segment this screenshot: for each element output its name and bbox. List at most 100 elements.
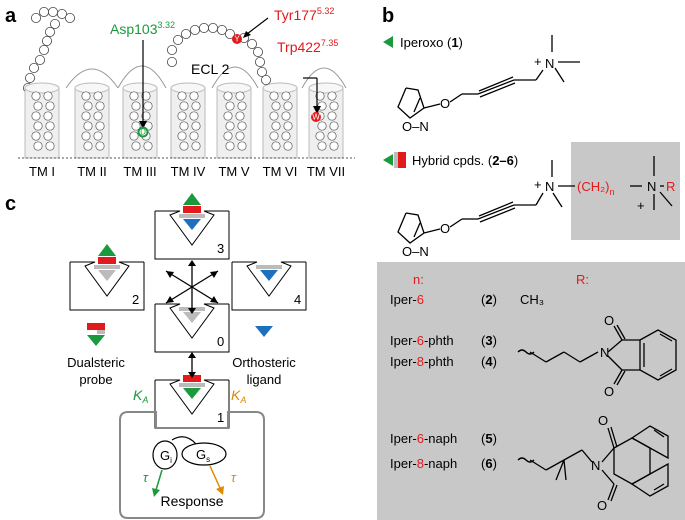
iperoxo-green-triangle	[383, 36, 393, 48]
dualsteric-green-triangle	[87, 335, 105, 346]
helix-residue	[237, 121, 247, 131]
helix-residue	[179, 101, 189, 111]
helix-residue	[225, 121, 235, 131]
phth-o2: O	[604, 384, 614, 399]
helix-residue	[43, 111, 53, 121]
helix-residue	[83, 121, 93, 131]
binding-pocket	[155, 303, 229, 339]
helix-residue	[129, 111, 139, 121]
naph-o1: O	[598, 413, 608, 428]
table-row-number: (3)	[481, 333, 497, 348]
response-label: Response	[160, 493, 223, 509]
ecl2-residue	[172, 35, 183, 46]
state-number: 3	[217, 241, 224, 256]
naphthalimide-structure	[517, 425, 669, 502]
helix-residue	[329, 141, 339, 151]
helix-residue	[141, 111, 151, 121]
ecl2-residue	[166, 57, 177, 68]
gi-protein	[152, 440, 178, 470]
iperoxo-structure	[397, 35, 580, 119]
state1-green-triangle	[183, 388, 201, 399]
state2-grey-bar	[94, 265, 120, 269]
helix-residue	[177, 111, 187, 121]
trp-residue-letter: W	[312, 113, 320, 122]
helix-residue	[189, 111, 199, 121]
state3-red-bar	[183, 206, 201, 213]
tyr-arrow-line	[246, 17, 269, 35]
panel-a-label: a	[5, 5, 17, 27]
helix-top	[216, 82, 252, 94]
helix-residue	[179, 141, 189, 151]
cell-outline	[119, 411, 265, 519]
helix-residue	[129, 131, 139, 141]
hybrid-green-triangle	[383, 154, 393, 166]
state-box	[154, 211, 230, 260]
substituent-table-box	[377, 262, 685, 520]
helix-residue	[33, 121, 43, 131]
helix-residue	[269, 111, 279, 121]
table-rows: Iper-6(2)Iper-6-phth(3)Iper-8-phth(4)Ipe…	[390, 292, 497, 471]
helix-residue	[45, 141, 55, 151]
linker-ch2: (CH₂)n	[577, 179, 615, 197]
helix-residue	[83, 101, 93, 111]
helix-residue	[177, 131, 187, 141]
tyr177-label: Tyr1775.32	[274, 6, 334, 23]
asp103-label: Asp1033.32	[110, 20, 175, 37]
helix-residue	[31, 111, 41, 121]
ecl2-residue	[198, 22, 209, 33]
helix-residue	[43, 91, 53, 101]
helix-top	[170, 82, 206, 94]
tm-label: TM III	[123, 164, 156, 179]
tau-orange: τ	[231, 470, 237, 485]
helix-residue	[235, 111, 245, 121]
helix-residue	[131, 101, 141, 111]
asp-residue-letter: D	[140, 128, 146, 137]
ecl2-residue	[252, 47, 263, 58]
state-number: 0	[217, 334, 224, 349]
trp-arrowhead	[313, 106, 321, 114]
helix-residue	[43, 131, 53, 141]
helix-residue	[95, 121, 105, 131]
helix-top	[74, 82, 110, 94]
dualsteric-label-2: probe	[79, 372, 112, 387]
helix-residue	[329, 101, 339, 111]
n-terminus-residues	[22, 7, 76, 94]
ecl2-residue	[224, 28, 235, 39]
gs-arrowhead	[216, 486, 224, 495]
table-row-name: Iper-6	[390, 292, 424, 307]
nterm-residue	[45, 26, 56, 37]
extracellular-loop	[65, 68, 119, 89]
state0-grey-triangle	[183, 312, 201, 323]
binding-pocket	[155, 210, 229, 246]
state3-green-triangle	[183, 193, 201, 205]
helix-residue	[281, 91, 291, 101]
iperoxo-o-atom: O–N	[402, 119, 429, 134]
extracellular-loop	[211, 66, 259, 89]
table-row-number: (4)	[481, 354, 497, 369]
helix-residue	[81, 131, 91, 141]
table-row-number: (6)	[481, 456, 497, 471]
helix-residue	[281, 111, 291, 121]
helix-residue	[223, 91, 233, 101]
helix-residue	[31, 91, 41, 101]
state4-grey-bar	[256, 265, 282, 269]
hybrid-label: Hybrid cpds. (2–6)	[412, 153, 518, 168]
helix-residue	[223, 111, 233, 121]
extracellular-loop	[301, 67, 347, 89]
state-box	[231, 262, 307, 311]
helix-residue	[93, 91, 103, 101]
helix-residue	[129, 91, 139, 101]
phthalimide-structure	[517, 324, 677, 386]
state-arrows	[165, 262, 219, 374]
asp103-residue	[137, 126, 149, 138]
helix-residue	[189, 131, 199, 141]
tm-label: TM IV	[171, 164, 206, 179]
nterm-residue	[24, 73, 35, 84]
tyr-arrowhead	[243, 31, 251, 38]
table-row-name: Iper-6-phth	[390, 333, 454, 348]
ecl2-residue	[207, 22, 218, 33]
state2-green-triangle	[98, 244, 116, 256]
nterm-residue	[57, 8, 68, 19]
dualsteric-grey-bar	[97, 330, 105, 334]
